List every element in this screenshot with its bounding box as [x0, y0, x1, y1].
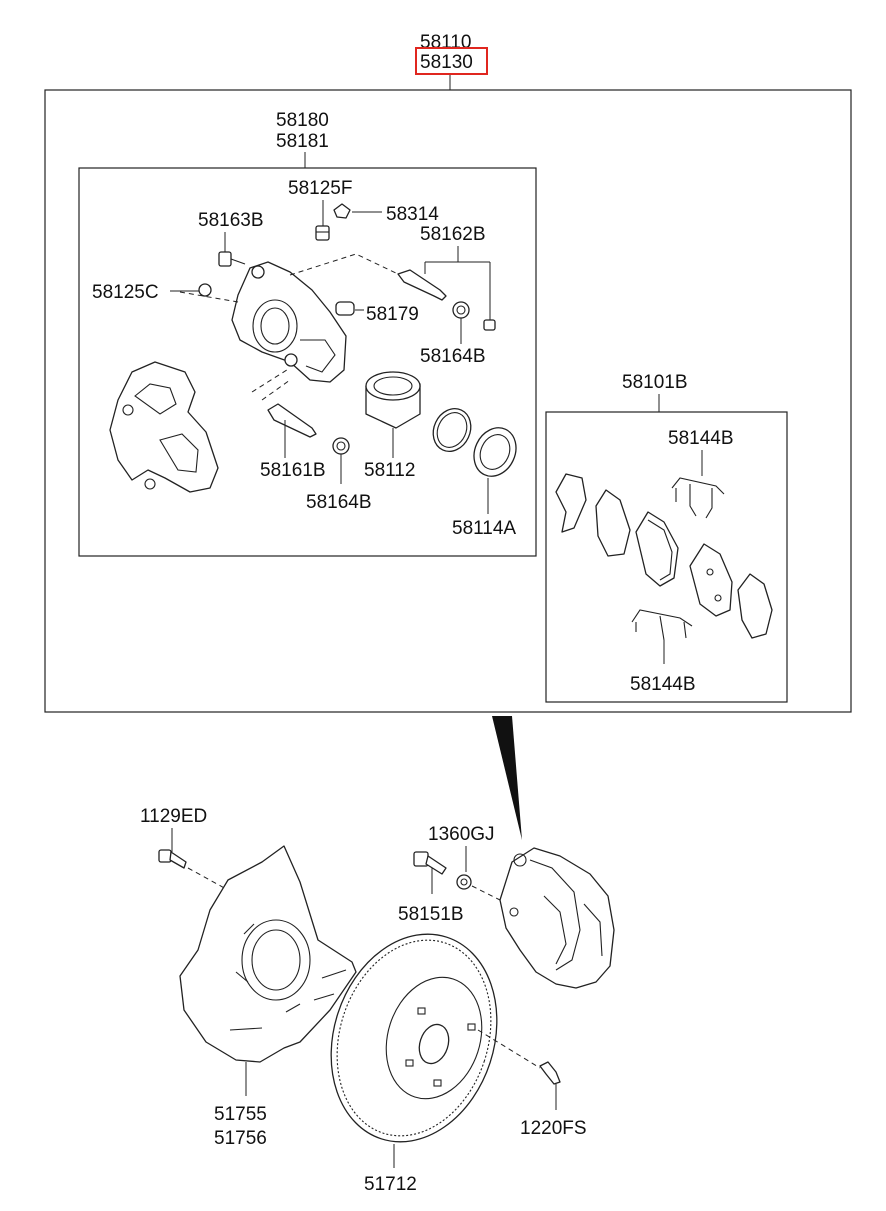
caliper-assembly-part: [499, 847, 615, 989]
label-disc-rotor[interactable]: 51712: [364, 1174, 417, 1195]
label-guide-rod-kit[interactable]: 58162B: [420, 224, 486, 245]
pad-backing-right-part: [737, 573, 773, 639]
label-guide-rod-lower[interactable]: 58161B: [260, 460, 326, 481]
assembly-dash-caliper: [471, 885, 501, 901]
rotor-screw-part: [539, 1061, 561, 1085]
label-dust-cover-1[interactable]: 51755: [214, 1104, 267, 1125]
label-caliper-bolt[interactable]: 58151B: [398, 904, 464, 925]
assembly-dash-plug: [179, 291, 239, 303]
label-bleeder-cap[interactable]: 58314: [386, 204, 439, 225]
disc-rotor-part: [330, 933, 498, 1143]
piston-part: [365, 371, 421, 429]
label-assembly-lh[interactable]: 58110: [420, 32, 471, 53]
label-boot-upper[interactable]: 58164B: [420, 346, 486, 367]
guide-rod-part: [397, 269, 447, 301]
boot-lower-part: [332, 437, 350, 455]
piston-seal-part: [432, 408, 472, 452]
assembly-dash-lower: [251, 367, 291, 401]
pad-clip-upper-part: [671, 477, 725, 519]
label-piston[interactable]: 58112: [364, 460, 415, 481]
boot-upper-part: [452, 301, 470, 319]
shield-bolt-part: [158, 849, 187, 869]
assembly-dash-upper: [289, 253, 399, 276]
bolt-upper-part: [218, 251, 246, 267]
caliper-bolt-part: [413, 851, 447, 875]
pad-shim-left-part: [555, 473, 587, 533]
brake-pad-outer-part: [689, 543, 733, 617]
label-bolt-upper[interactable]: 58163B: [198, 210, 264, 231]
label-pad-clip-lower[interactable]: 58144B: [630, 674, 696, 695]
highlight-box: [415, 47, 488, 75]
label-plug[interactable]: 58125C: [92, 282, 159, 303]
assembly-frame: [44, 89, 852, 713]
bleeder-screw-part: [315, 225, 330, 241]
label-caliper-kit-2[interactable]: 58181: [276, 131, 329, 152]
dust-boot-part: [473, 427, 517, 477]
label-boot-lower[interactable]: 58164B: [306, 492, 372, 513]
assembly-dash-rotor-screw: [477, 1029, 541, 1069]
bushing-part: [335, 301, 355, 316]
pad-backing-left-part: [595, 489, 631, 557]
label-caliper-kit-1[interactable]: 58180: [276, 110, 329, 131]
brake-pad-inner-part: [635, 511, 679, 587]
pad-clip-lower-part: [631, 609, 693, 641]
assembly-pointer: [492, 716, 522, 840]
label-caliper-nut[interactable]: 1360GJ: [428, 824, 495, 845]
assembly-dash-shield: [187, 867, 229, 891]
label-bleeder-screw[interactable]: 58125F: [288, 178, 352, 199]
label-pad-kit[interactable]: 58101B: [622, 372, 688, 393]
plug-part: [198, 283, 212, 297]
label-dust-cover-2[interactable]: 51756: [214, 1128, 267, 1149]
pad-kit-frame: [545, 411, 788, 703]
label-shield-bolt[interactable]: 1129ED: [140, 806, 207, 827]
label-assembly-rh[interactable]: 58130: [420, 52, 473, 73]
guide-rod-cap-part: [483, 319, 496, 331]
bleeder-cap-part: [333, 203, 351, 219]
caliper-bracket-part: [109, 361, 219, 493]
dust-cover-part: [179, 845, 357, 1063]
label-pad-clip-upper[interactable]: 58144B: [668, 428, 734, 449]
label-bushing[interactable]: 58179: [366, 304, 419, 325]
caliper-body-part: [231, 261, 347, 383]
label-rotor-screw[interactable]: 1220FS: [520, 1118, 587, 1139]
leader-guide-rod-kit: [424, 246, 491, 320]
guide-rod-lower-part: [267, 403, 317, 438]
caliper-frame: [78, 167, 537, 557]
label-seal-kit[interactable]: 58114A: [452, 518, 516, 539]
caliper-nut-part: [456, 874, 472, 890]
